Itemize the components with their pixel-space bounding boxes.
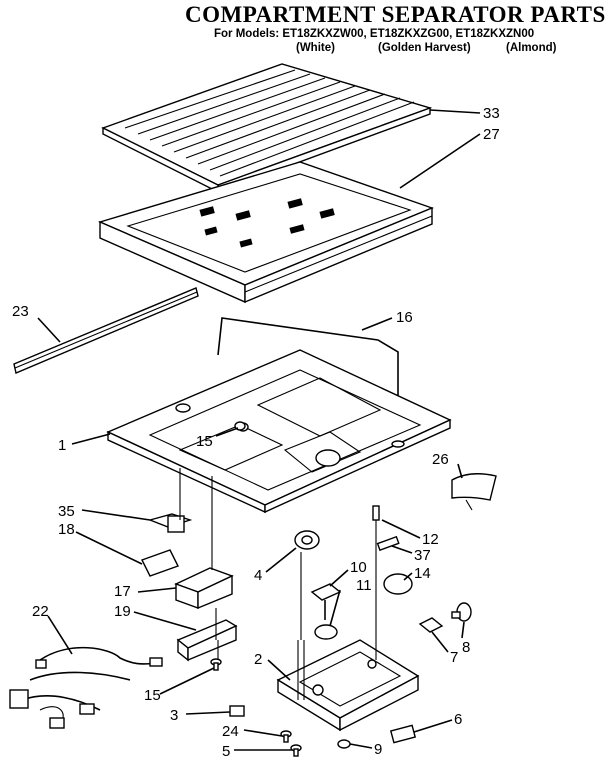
callout-10: 10 bbox=[350, 559, 367, 576]
part-15-screw-lower bbox=[210, 658, 222, 671]
callout-3: 3 bbox=[170, 707, 178, 724]
callout-18: 18 bbox=[58, 521, 75, 538]
callout-27: 27 bbox=[483, 126, 500, 143]
part-6-switch bbox=[389, 724, 417, 744]
callout-17: 17 bbox=[114, 583, 131, 600]
models-line: For Models: ET18ZKXZW00, ET18ZKXZG00, ET… bbox=[214, 28, 535, 40]
part-23-strip bbox=[13, 287, 199, 374]
part-26-foam-pad bbox=[451, 473, 497, 511]
part-18-lens bbox=[141, 549, 179, 577]
diagram-title: COMPARTMENT SEPARATOR PARTS bbox=[185, 2, 606, 27]
callout-15-lower: 15 bbox=[144, 687, 161, 704]
callout-2: 2 bbox=[254, 651, 262, 668]
part-1-separator-panel bbox=[106, 349, 452, 514]
callout-labels: 33 27 23 16 1 15 26 35 18 12 37 4 10 14 … bbox=[12, 105, 500, 760]
part-24-screw bbox=[280, 730, 292, 743]
part-35-bracket bbox=[147, 513, 193, 533]
part-8-light-bulb bbox=[451, 602, 472, 622]
callout-37: 37 bbox=[414, 547, 431, 564]
callout-33: 33 bbox=[483, 105, 500, 122]
callout-1: 1 bbox=[58, 437, 66, 454]
callout-6: 6 bbox=[454, 711, 462, 728]
callout-19: 19 bbox=[114, 603, 131, 620]
callout-16: 16 bbox=[396, 309, 413, 326]
part-16-gasket-wire bbox=[217, 317, 399, 420]
color-golden-harvest: (Golden Harvest) bbox=[378, 42, 471, 54]
callout-15-upper: 15 bbox=[196, 433, 213, 450]
part-11-dial bbox=[314, 624, 338, 640]
part-3-connector bbox=[229, 705, 245, 717]
callout-4: 4 bbox=[254, 567, 262, 584]
part-37-clip bbox=[376, 535, 400, 552]
part-4-knob bbox=[294, 530, 320, 550]
callout-11: 11 bbox=[356, 577, 372, 594]
color-white: (White) bbox=[296, 42, 335, 54]
callout-26: 26 bbox=[432, 451, 449, 468]
part-17-control-box bbox=[174, 567, 234, 610]
part-9-grommet bbox=[337, 739, 351, 749]
part-12-screw bbox=[372, 505, 380, 521]
part-27-frame bbox=[97, 161, 434, 304]
part-2-control-housing bbox=[276, 639, 420, 732]
callout-12: 12 bbox=[422, 531, 439, 548]
callout-22: 22 bbox=[32, 603, 49, 620]
color-almond: (Almond) bbox=[506, 42, 557, 54]
callout-14: 14 bbox=[414, 565, 431, 582]
callout-24: 24 bbox=[222, 723, 239, 740]
callout-23: 23 bbox=[12, 303, 29, 320]
leader-lines bbox=[37, 109, 481, 751]
part-19-mount bbox=[176, 619, 238, 662]
part-7-socket bbox=[418, 617, 444, 633]
part-22-wire-harness bbox=[9, 646, 163, 729]
part-5-screw bbox=[290, 744, 302, 757]
callout-8: 8 bbox=[462, 639, 470, 656]
callout-5: 5 bbox=[222, 743, 230, 760]
callout-7: 7 bbox=[450, 649, 458, 666]
callout-9: 9 bbox=[374, 741, 382, 758]
callout-35: 35 bbox=[58, 503, 75, 520]
part-10-thermostat bbox=[310, 583, 342, 620]
